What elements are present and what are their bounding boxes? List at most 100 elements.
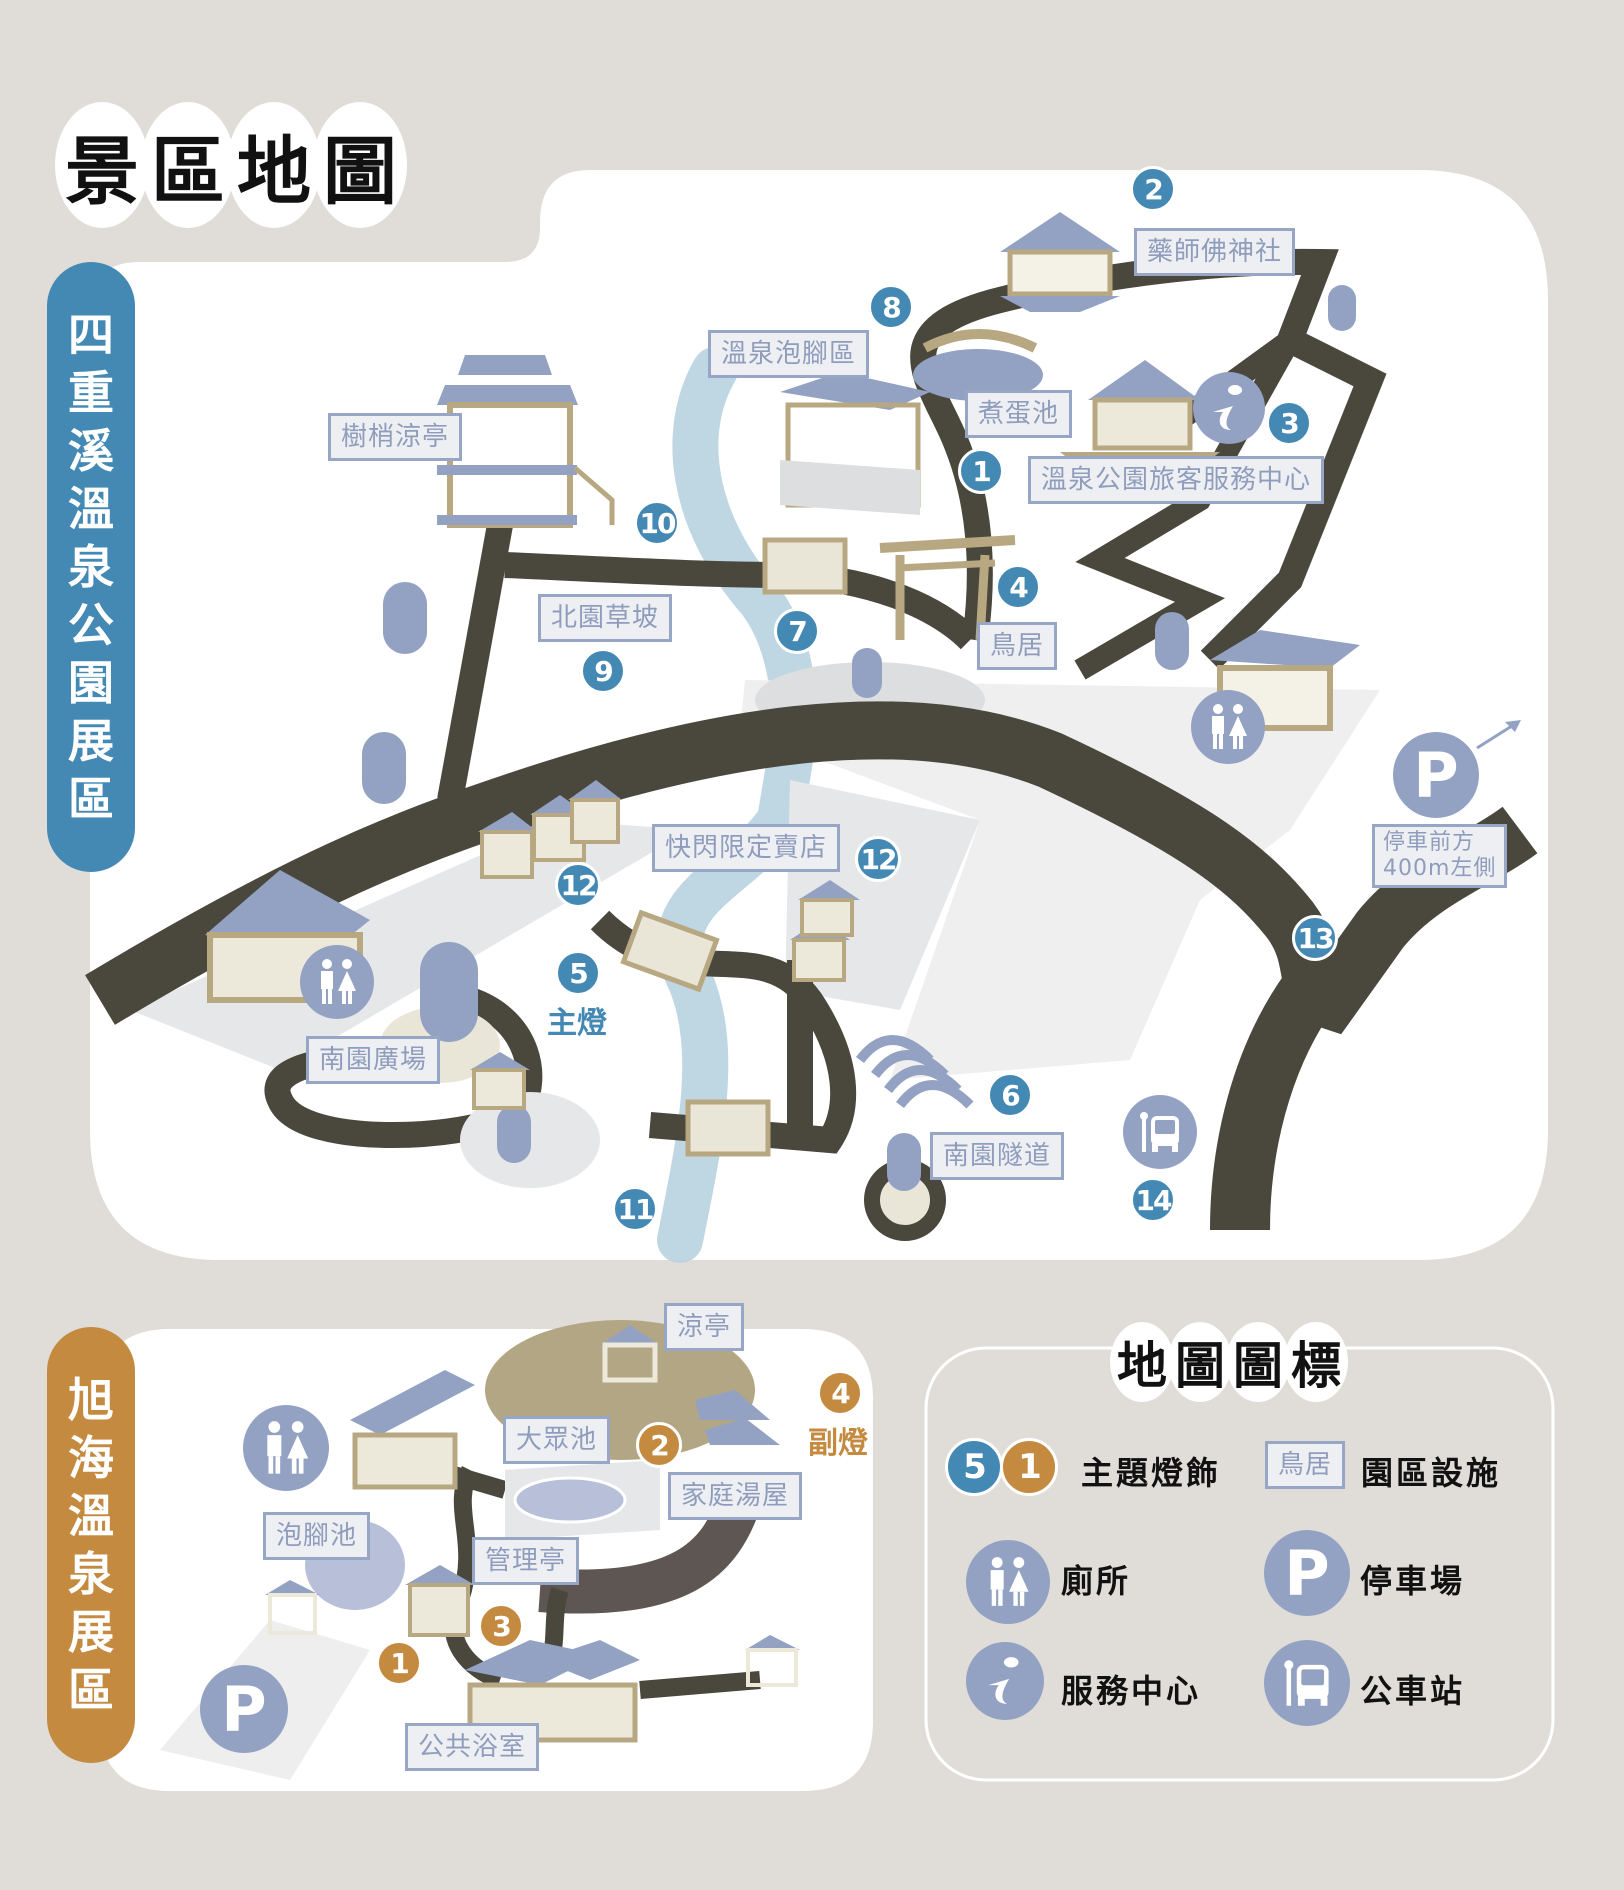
marker-4[interactable]: 4: [995, 564, 1041, 610]
label-north-lawn[interactable]: 北園草坡: [538, 594, 673, 642]
road-south-branch: [1210, 972, 1335, 1231]
legend-bus-stop-icon: [1264, 1640, 1350, 1726]
banner-char: 旭: [68, 1373, 114, 1427]
label-service-center[interactable]: 溫泉公園旅客服務中心: [1028, 456, 1325, 504]
buildings: [205, 212, 1360, 1157]
road-treetop: [437, 522, 513, 803]
label-footbath-area[interactable]: 溫泉泡腳區: [708, 330, 870, 378]
bus-glyph: [1284, 1660, 1329, 1706]
label-egg-pool[interactable]: 煮蛋池: [965, 390, 1073, 438]
label-pavilion[interactable]: 涼亭: [664, 1303, 745, 1351]
legend-title-char: 地: [1110, 1322, 1174, 1402]
toilet-icon[interactable]: [1191, 690, 1265, 764]
toilet-glyph: [990, 1557, 1029, 1606]
title-char: 區: [141, 102, 235, 228]
label-south-plaza[interactable]: 南園廣場: [306, 1036, 441, 1084]
marker-8[interactable]: 8: [868, 284, 914, 330]
xuhai-marker-2[interactable]: 2: [636, 1422, 682, 1468]
info-icon[interactable]: [1193, 372, 1265, 444]
label-yaoshi-shrine[interactable]: 藥師佛神社: [1134, 228, 1296, 276]
banner-char: 泉: [68, 540, 114, 594]
marker-13[interactable]: 13: [1292, 915, 1338, 961]
label-south-tunnel[interactable]: 南園隧道: [930, 1132, 1065, 1180]
title-char: 地: [227, 102, 321, 228]
marker-2[interactable]: 2: [1130, 166, 1176, 212]
legend-title-char: 標: [1284, 1322, 1348, 1402]
public-pool-water: [513, 1476, 627, 1524]
legend-theme-light-label: 主題燈飾: [1081, 1454, 1222, 1492]
page-title: 景 區 地 圖: [55, 102, 407, 228]
parking-icon[interactable]: P: [1393, 732, 1479, 818]
banner-char: 四: [68, 308, 114, 362]
banner-char: 展: [68, 714, 114, 768]
zone-banner-xuhai: 旭 海 溫 泉 展 區: [47, 1327, 135, 1763]
marker-14[interactable]: 14: [1130, 1177, 1176, 1223]
info-glyph: [1213, 385, 1242, 430]
banner-char: 區: [68, 772, 114, 826]
legend-service-label: 服務中心: [1061, 1672, 1202, 1710]
xuhai-marker-1[interactable]: 1: [376, 1640, 422, 1686]
banner-char: 海: [68, 1431, 114, 1485]
toilet-icon[interactable]: [300, 945, 374, 1019]
banner-char: 重: [68, 366, 114, 420]
title-char: 景: [55, 102, 149, 228]
parking-note-line2: 400m左側: [1383, 856, 1497, 881]
xuhai-marker-4[interactable]: 4: [817, 1370, 863, 1416]
toilet-icon[interactable]: [243, 1405, 329, 1491]
marker-7[interactable]: 7: [774, 608, 820, 654]
river: [657, 347, 817, 1263]
label-torii[interactable]: 鳥居: [977, 622, 1058, 670]
parking-glyph: P: [221, 1672, 267, 1746]
xuhai-marker-3[interactable]: 3: [478, 1603, 524, 1649]
legend-toilet-icon: [966, 1540, 1050, 1624]
banner-char: 溪: [68, 424, 114, 478]
toilet-glyph: [321, 959, 356, 1004]
legend-toilet-label: 廁所: [1061, 1562, 1132, 1600]
label-treetop-pavilion[interactable]: 樹梢涼亭: [328, 413, 463, 461]
label-popup-store[interactable]: 快閃限定賣店: [652, 824, 841, 872]
marker-11[interactable]: 11: [612, 1186, 658, 1232]
bus-stop-icon[interactable]: [1123, 1095, 1197, 1169]
marker-12a[interactable]: 12: [555, 862, 601, 908]
banner-char: 區: [68, 1663, 114, 1717]
legend-facility-label: 園區設施: [1361, 1454, 1502, 1492]
marker-10[interactable]: 10: [634, 500, 680, 546]
marker-6[interactable]: 6: [987, 1072, 1033, 1118]
label-public-bathroom[interactable]: 公共浴室: [405, 1723, 540, 1771]
parking-note-line1: 停車前方: [1383, 830, 1476, 855]
legend-title-char: 圖: [1226, 1322, 1290, 1402]
banner-char: 園: [68, 656, 114, 710]
legend-bus-label: 公車站: [1360, 1672, 1466, 1710]
legend-theme-badge-blue: 5: [945, 1438, 1003, 1496]
legend-info-icon: [966, 1642, 1044, 1720]
label-management[interactable]: 管理亭: [472, 1537, 580, 1585]
info-glyph: [988, 1657, 1019, 1704]
marker-5[interactable]: 5: [555, 950, 601, 996]
xuhai-road-family: [538, 1492, 761, 1614]
main-road: [85, 701, 1538, 1035]
banner-char: 溫: [68, 482, 114, 536]
parking-glyph: P: [1284, 1536, 1330, 1610]
marker-12b[interactable]: 12: [855, 836, 901, 882]
zone-banner-sichongxi: 四 重 溪 溫 泉 公 園 展 區: [47, 262, 135, 872]
banner-char: 泉: [68, 1547, 114, 1601]
marker-1[interactable]: 1: [958, 448, 1004, 494]
legend-title-char: 圖: [1168, 1322, 1232, 1402]
banner-char: 溫: [68, 1489, 114, 1543]
xuhai-road-c: [639, 1671, 761, 1699]
marker-9[interactable]: 9: [580, 648, 626, 694]
legend-title: 地 圖 圖 標: [1110, 1322, 1348, 1402]
parking-glyph: P: [1413, 738, 1459, 812]
legend-theme-badge-orange: 1: [1000, 1438, 1058, 1496]
label-public-pool[interactable]: 大眾池: [503, 1416, 611, 1464]
marker-3[interactable]: 3: [1266, 400, 1312, 446]
legend-facility-sample: 鳥居: [1265, 1441, 1346, 1489]
south-plaza-area: [130, 820, 690, 1070]
toilet-glyph: [1212, 704, 1247, 749]
trees: [362, 285, 1356, 1191]
label-family-bath[interactable]: 家庭湯屋: [668, 1472, 803, 1520]
bus-glyph: [1140, 1112, 1179, 1152]
parking-icon[interactable]: P: [200, 1665, 288, 1753]
label-footbath-pool[interactable]: 泡腳池: [263, 1512, 371, 1560]
